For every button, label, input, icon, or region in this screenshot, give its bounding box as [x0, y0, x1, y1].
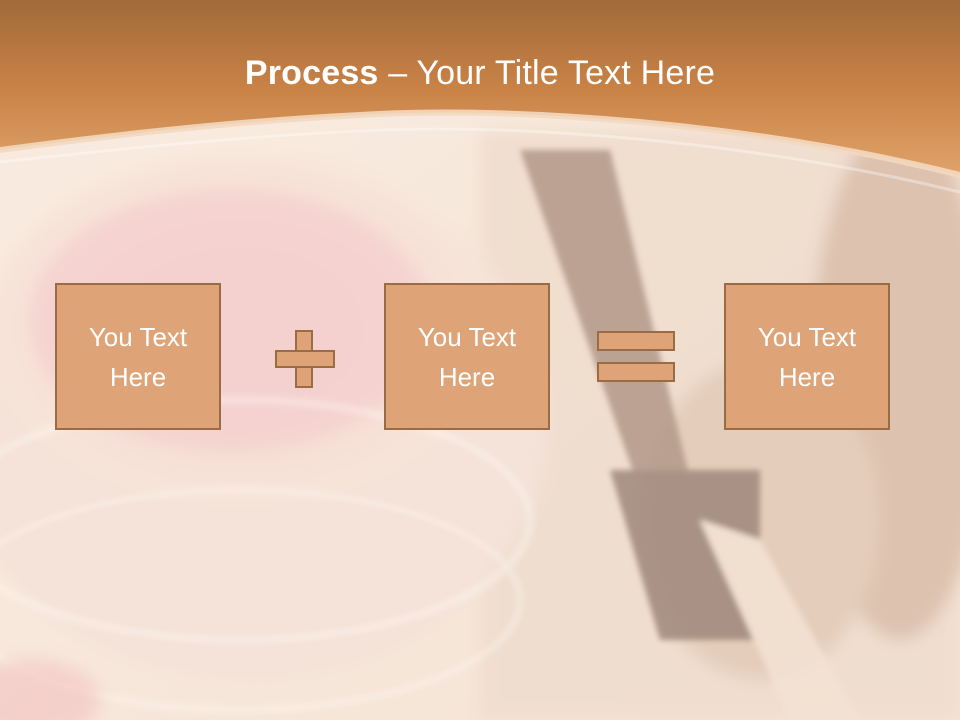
text-box-label: You Text Here — [417, 321, 517, 392]
text-box-3[interactable]: You Text Here — [724, 283, 890, 430]
text-box-2[interactable]: You Text Here — [384, 283, 550, 430]
plus-icon — [275, 330, 335, 388]
equals-icon — [597, 331, 675, 383]
title-bold: Process — [244, 54, 379, 92]
text-box-1[interactable]: You Text Here — [55, 283, 221, 430]
text-box-label: You Text Here — [757, 321, 857, 392]
page-title: Process – Your Title Text Here — [0, 54, 960, 93]
title-rest: – Your Title Text Here — [378, 54, 716, 92]
text-box-label: You Text Here — [88, 321, 188, 392]
